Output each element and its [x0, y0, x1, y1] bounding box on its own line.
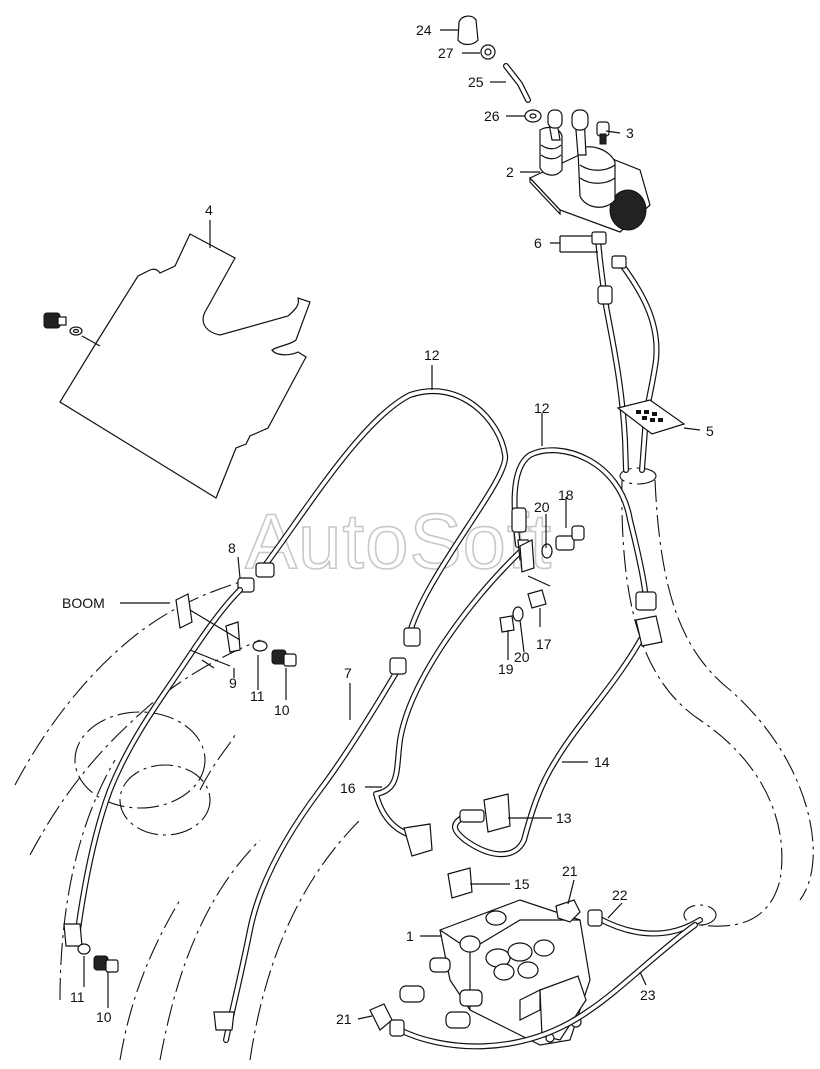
callout-14: 14: [594, 754, 610, 770]
callout-11a: 11: [250, 688, 265, 704]
callout-5: 5: [706, 423, 714, 439]
boom-outline: [14, 581, 361, 1061]
callout-27: 27: [438, 45, 454, 61]
hose-7: [213, 657, 407, 1043]
joystick-valve-assembly: [528, 109, 651, 233]
callout-22: 22: [612, 887, 628, 903]
callout-18: 18: [558, 487, 574, 503]
hose-sleeve-outline: [619, 467, 814, 927]
callout-7: 7: [344, 665, 352, 681]
pilot-hoses: [591, 231, 660, 473]
leader-lines: [83, 29, 701, 1020]
hoses-12: [237, 388, 657, 647]
boom-clamp: [175, 593, 297, 669]
hose-14: [452, 615, 663, 858]
callout-17: 17: [536, 636, 552, 652]
callout-labels: 24 27 25 26 3 2 4 6 5 12 12 18 20 8 BOOM…: [62, 22, 714, 1027]
callout-3: 3: [626, 125, 634, 141]
callout-1: 1: [406, 928, 414, 944]
callout-21b: 21: [336, 1011, 352, 1027]
hose-8: [63, 587, 243, 947]
callout-26: 26: [484, 108, 500, 124]
cover-bolt: [43, 312, 101, 347]
callout-24: 24: [416, 22, 432, 38]
callout-10a: 10: [274, 702, 290, 718]
callout-4: 4: [205, 202, 213, 218]
callout-21a: 21: [562, 863, 578, 879]
callout-10b: 10: [96, 1009, 112, 1025]
hoses-22-23: [369, 899, 703, 1050]
callout-12b: 12: [534, 400, 550, 416]
callout-20a: 20: [534, 499, 550, 515]
callout-8: 8: [228, 540, 236, 556]
tee-fittings: [447, 793, 511, 899]
hose-clamp-plate: [616, 399, 686, 435]
callout-11b: 11: [70, 989, 85, 1005]
callout-19: 19: [498, 661, 514, 677]
callout-16: 16: [340, 780, 356, 796]
callout-15: 15: [514, 876, 530, 892]
joystick-knob-parts: [457, 15, 542, 123]
callout-2: 2: [506, 164, 514, 180]
callout-6: 6: [534, 235, 542, 251]
callout-9: 9: [229, 675, 237, 691]
lower-bolt: [77, 943, 119, 973]
callout-12a: 12: [424, 347, 440, 363]
callout-13: 13: [556, 810, 572, 826]
clamp-hardware: [499, 525, 585, 633]
callout-boom: BOOM: [62, 595, 105, 611]
main-control-valve: [399, 899, 591, 1046]
callout-25: 25: [468, 74, 484, 90]
watermark: AutoSoft: [245, 497, 552, 585]
callout-23: 23: [640, 987, 656, 1003]
callout-20b: 20: [514, 649, 530, 665]
cover-plate: [43, 233, 311, 499]
